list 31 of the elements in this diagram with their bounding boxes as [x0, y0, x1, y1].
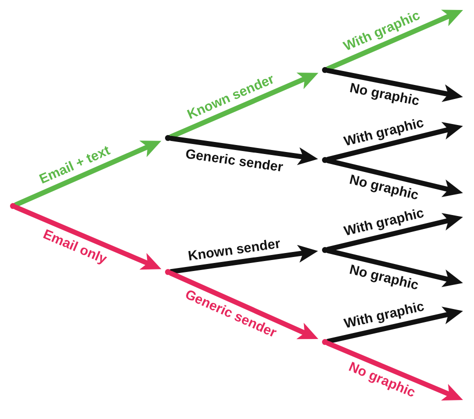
branch-point: [322, 339, 328, 345]
branch-point: [10, 203, 16, 209]
arrow: [326, 158, 463, 198]
edge-label: Email only: [40, 226, 109, 268]
arrow: [168, 244, 318, 274]
arrow: [168, 270, 318, 340]
arrow: [168, 136, 318, 166]
arrow: [14, 204, 162, 270]
edge-label: Generic sender: [184, 146, 284, 176]
arrow: [326, 10, 464, 72]
branch-point: [165, 135, 171, 141]
arrow: [14, 140, 162, 208]
branch-point: [322, 67, 328, 73]
edge-label: No graphic: [348, 172, 421, 204]
arrow: [168, 72, 318, 140]
arrow: [326, 68, 463, 102]
edge-label: No graphic: [348, 262, 421, 294]
edge-label: With graphic: [342, 114, 426, 150]
arrow: [326, 122, 463, 162]
branch-point: [322, 247, 328, 253]
arrow: [326, 340, 463, 401]
branch-point: [165, 269, 171, 275]
arrow: [326, 212, 463, 252]
branch-point: [322, 157, 328, 163]
edge-label: With graphic: [342, 205, 426, 240]
edge-label: With graphic: [342, 298, 426, 332]
arrow: [326, 248, 463, 288]
arrow: [326, 306, 463, 344]
edge-label: Known sender: [186, 235, 282, 264]
edge-label: No graphic: [348, 80, 422, 110]
edge-label: Email + text: [36, 142, 112, 188]
